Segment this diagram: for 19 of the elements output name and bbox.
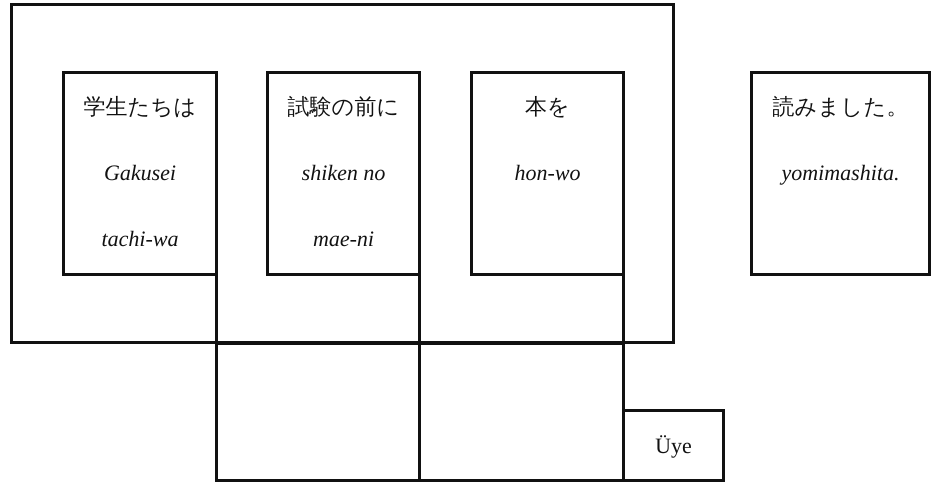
romaji-gloss: Gakusei tachi-wa bbox=[100, 159, 180, 253]
japanese-word: 試験の前に bbox=[286, 93, 400, 121]
japanese-word: 学生たちは bbox=[82, 93, 198, 121]
empty-box bbox=[215, 342, 421, 482]
romaji-gloss: hon-wo bbox=[514, 159, 582, 187]
label-box bbox=[622, 409, 725, 482]
connector-line bbox=[418, 274, 421, 344]
word-box bbox=[62, 71, 218, 276]
romaji-gloss: yomimashita. bbox=[778, 159, 900, 187]
japanese-word: 本を bbox=[524, 93, 571, 121]
word-label: Üye bbox=[654, 432, 693, 460]
word-box bbox=[266, 71, 421, 276]
word-box bbox=[470, 71, 625, 276]
connector-line bbox=[215, 274, 218, 344]
phrase-frame bbox=[10, 3, 675, 344]
word-box bbox=[750, 71, 931, 276]
romaji-gloss: shiken no mae-ni bbox=[300, 159, 386, 253]
japanese-word: 読みました。 bbox=[772, 93, 910, 121]
empty-box bbox=[418, 342, 625, 482]
